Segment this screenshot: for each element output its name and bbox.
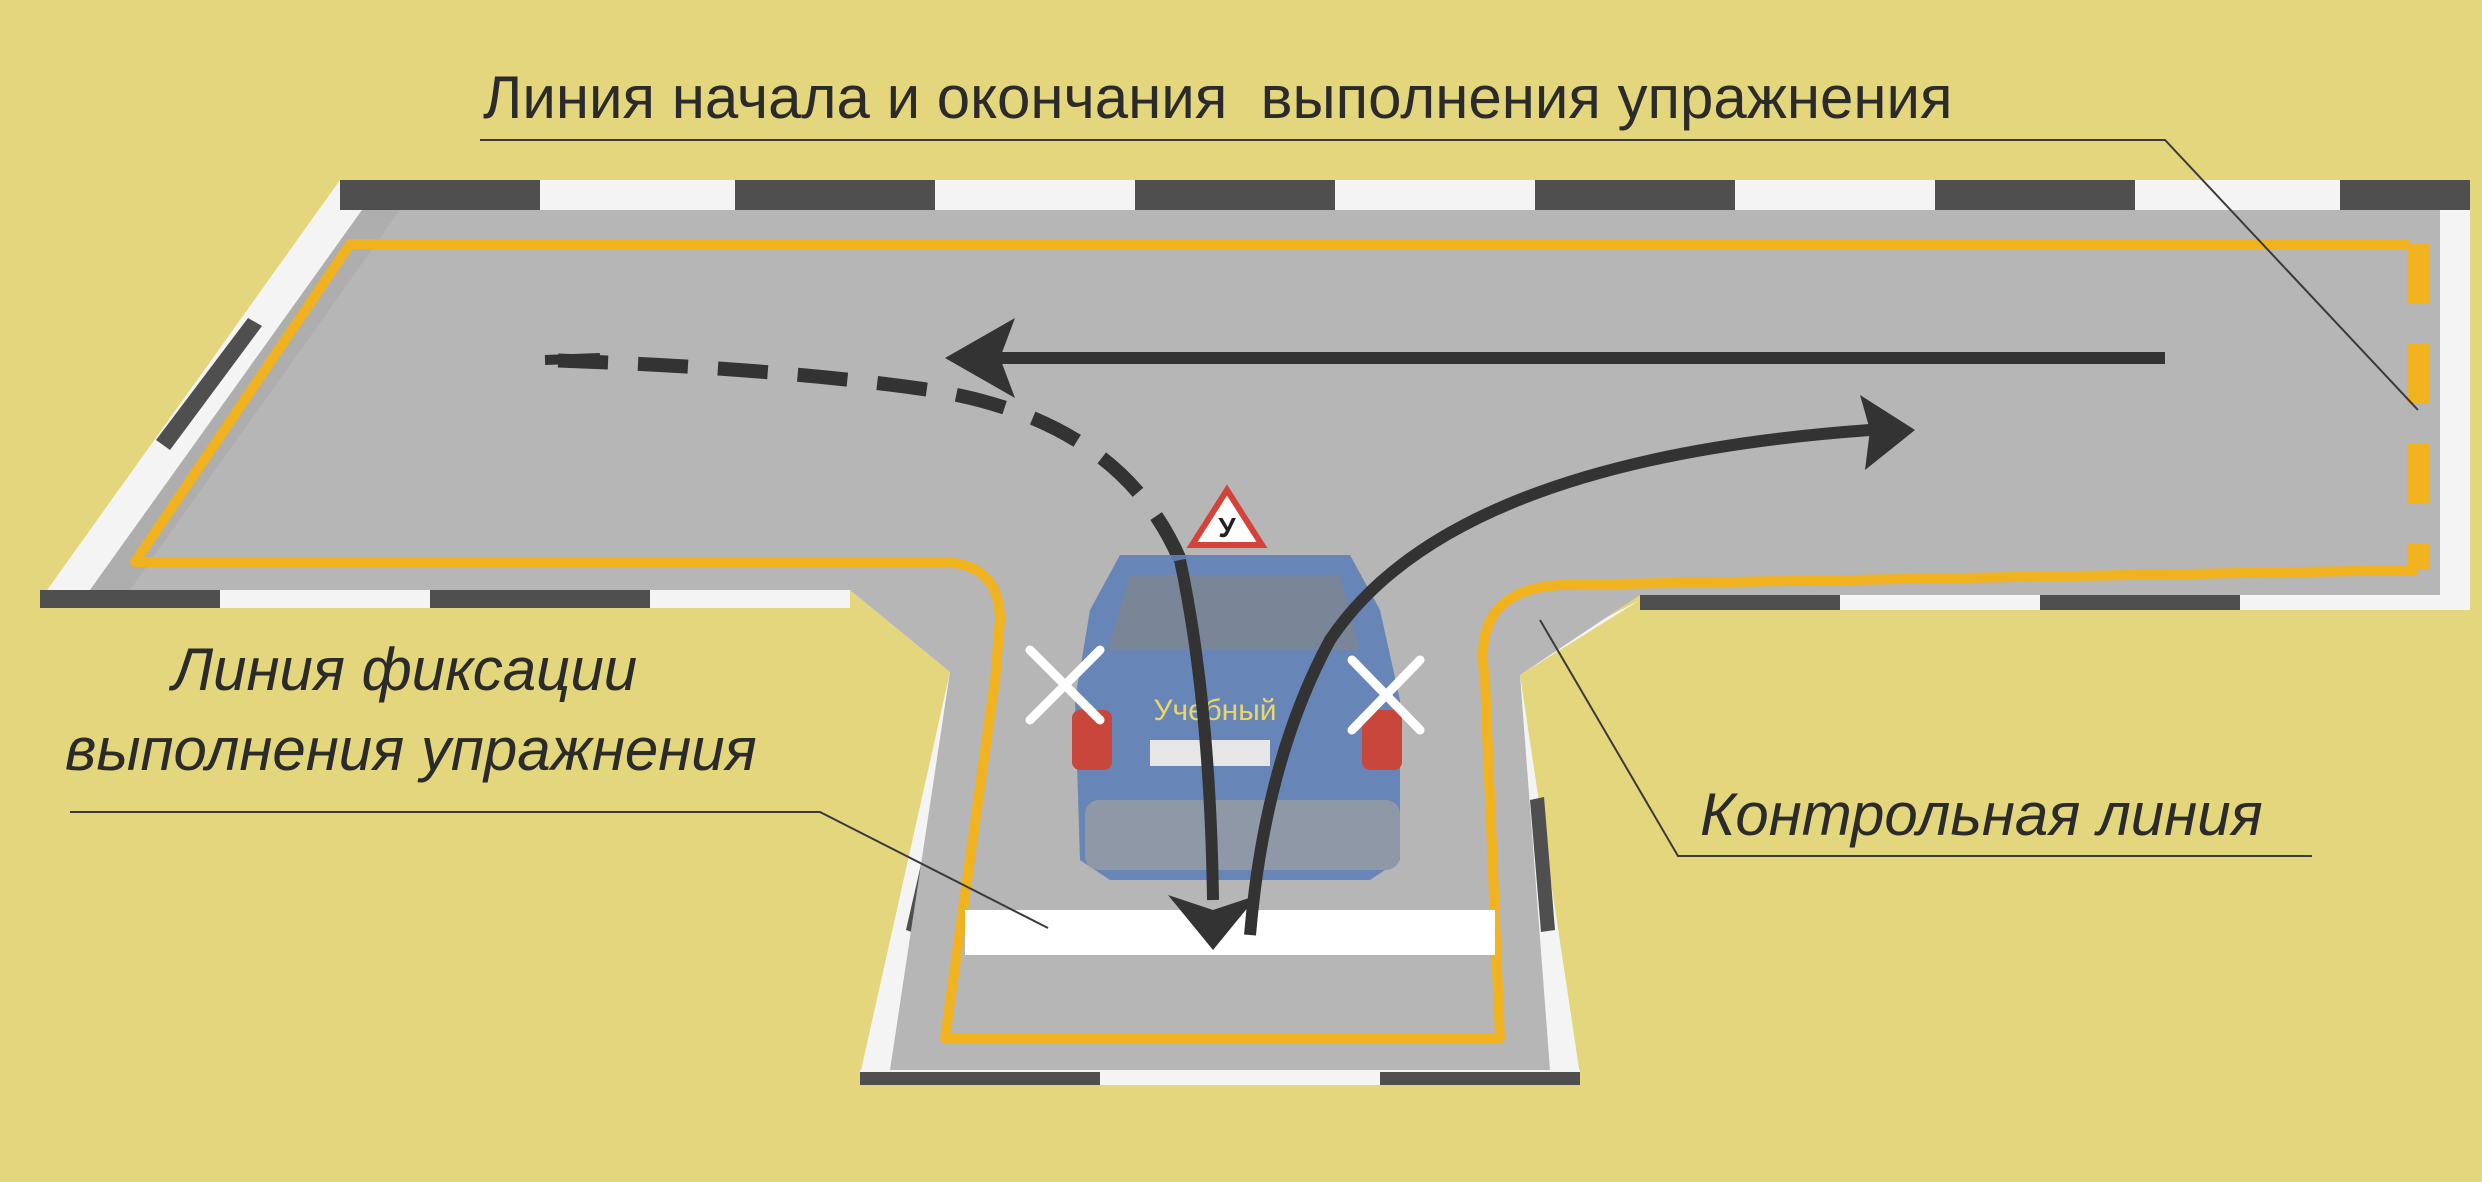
x-mark-stroke [1025,645,1105,725]
leader-control [1539,619,2312,857]
x-mark-icon-left [1025,645,1105,725]
label-control-line: Контрольная линия [1700,781,2263,848]
car-bumper [1085,800,1400,870]
curb-dash [735,180,935,210]
curb-dash [40,590,220,608]
curb-dash [1935,180,2135,210]
car-body-text: Учебный [1153,694,1276,727]
leader-fixation [70,811,1049,929]
training-triangle-sign-icon: У [1186,484,1268,548]
right-turn-arrow-head [1860,395,1915,470]
curb-dash [860,1072,1100,1085]
label-start-end-line: Линия начала и окончания выполнения упра… [483,64,1953,131]
learner-car-rear-icon: Учебный [1072,555,1402,880]
curb-dash [2340,180,2470,210]
curb-dash [1380,1072,1580,1085]
curb-right [2440,180,2470,610]
car-rear-window [1108,575,1360,650]
curb-dash [430,590,650,608]
curb-stem-left [850,590,975,1075]
curb-top [340,180,2470,210]
straight-arrow-head [945,318,1015,398]
curb-dash [340,180,540,210]
curb-dash [1530,797,1555,932]
dashed-turn-path [544,353,1187,563]
leader-start-end [480,139,2419,411]
reverse-arrow-shaft [1174,558,1219,901]
leader-lines [70,139,2419,929]
x-mark-stroke [1347,655,1425,735]
solid-left-tail [544,353,601,365]
straight-arrow [945,318,2165,398]
car-right-light [1362,710,1402,770]
label-fixation-line-2: выполнения упражнения [65,716,757,783]
label-fixation-line-1: Линия фиксации [168,636,637,703]
x-mark-icon-right [1347,655,1425,735]
reverse-arrow [1168,558,1258,950]
curb-dash [1640,595,1840,610]
right-turn-arrow [1244,395,1915,936]
curb-dash [1535,180,1735,210]
curb-dash [156,318,262,450]
curb-dash [1135,180,1335,210]
car-left-light [1072,710,1112,770]
curb-dash [2040,595,2240,610]
reverse-arrow-head [1168,895,1258,950]
right-turn-arrow-shaft [1244,424,1871,936]
yellow-boundary-marking [130,239,2419,1043]
sign-triangle [1186,484,1268,548]
sign-letter: У [1218,512,1236,543]
